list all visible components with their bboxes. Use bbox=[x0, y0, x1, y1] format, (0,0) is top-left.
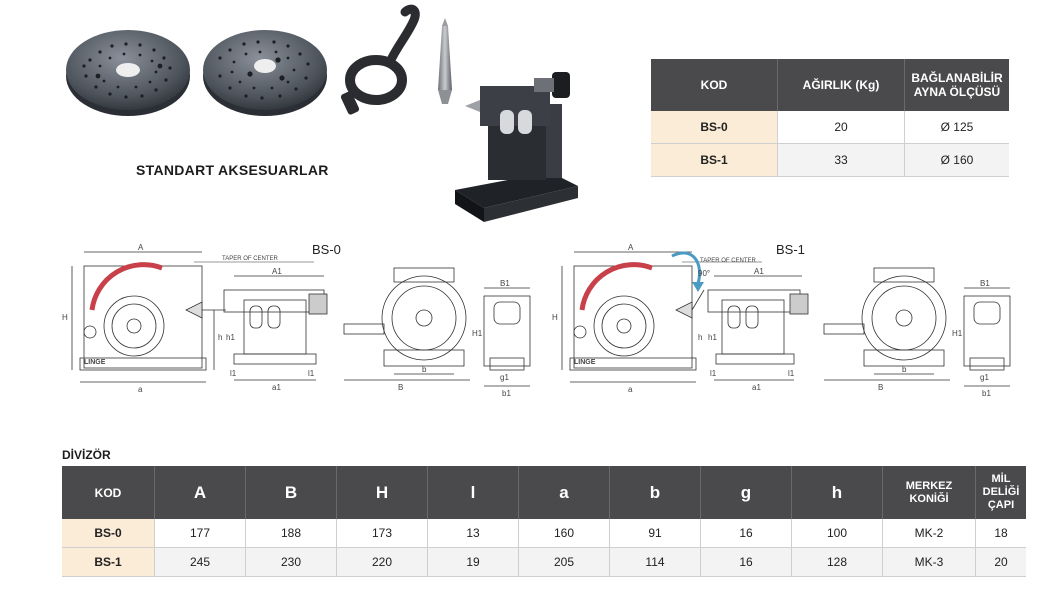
dim-label: h1 bbox=[226, 333, 235, 342]
lathe-dog-image bbox=[340, 4, 420, 115]
dim-label: B bbox=[398, 383, 403, 392]
divizor-header-g: g bbox=[700, 466, 792, 519]
dim-label: a bbox=[628, 385, 633, 394]
diagram-title-bs0: BS-0 bbox=[312, 242, 341, 257]
dim-label: H bbox=[552, 313, 558, 322]
table-cell: 220 bbox=[336, 547, 428, 577]
dim-label: H1 bbox=[472, 329, 483, 338]
dim-label: A1 bbox=[754, 267, 764, 276]
dim-label: l1 bbox=[308, 369, 315, 378]
table-cell: 230 bbox=[245, 547, 337, 577]
tailstock-image bbox=[455, 72, 578, 222]
table-cell: 13 bbox=[427, 519, 519, 548]
table-cell: 33 bbox=[777, 143, 905, 177]
divizor-header-h-upper: H bbox=[336, 466, 428, 519]
accessory-images bbox=[66, 4, 578, 222]
table-cell: 16 bbox=[700, 547, 792, 577]
dim-label: H1 bbox=[952, 329, 963, 338]
weight-header-weight: AĞIRLIK (Kg) bbox=[777, 59, 905, 111]
divizor-header-center-taper: MERKEZ KONİĞİ bbox=[882, 466, 976, 519]
dim-label: A bbox=[138, 243, 144, 252]
dim-label: l1 bbox=[230, 369, 237, 378]
dim-label: B1 bbox=[980, 279, 990, 288]
dim-label: h bbox=[698, 333, 702, 342]
table-cell: 177 bbox=[154, 519, 246, 548]
taper-label: TAPER OF CENTER bbox=[222, 256, 279, 262]
brand-logo: LINGE bbox=[574, 359, 596, 366]
table-cell: 91 bbox=[609, 519, 701, 548]
table-row: BS-1 33 Ø 160 bbox=[651, 143, 1009, 177]
dim-label: H bbox=[62, 313, 68, 322]
dim-label: l1 bbox=[788, 369, 795, 378]
dim-label: A1 bbox=[272, 267, 282, 276]
bs1-technical-drawing: A H h a A1 h1 l1 a1 l1 B b B1 H1 g1 b1 T… bbox=[552, 243, 1011, 398]
dim-label: a bbox=[138, 385, 143, 394]
dim-label: b1 bbox=[982, 389, 991, 398]
weight-table: KOD AĞIRLIK (Kg) BAĞLANABİLİR AYNA ÖLÇÜS… bbox=[651, 59, 1009, 177]
table-cell: BS-1 bbox=[651, 143, 778, 177]
arrow-head-icon bbox=[692, 282, 704, 292]
dim-label: B bbox=[878, 383, 883, 392]
dim-label: g1 bbox=[500, 373, 509, 382]
table-cell: 19 bbox=[427, 547, 519, 577]
table-cell: 20 bbox=[975, 547, 1026, 577]
dim-label: B1 bbox=[500, 279, 510, 288]
index-plate-large-image bbox=[203, 30, 327, 116]
rotation-arrow-icon bbox=[671, 251, 701, 285]
dim-label: h bbox=[218, 333, 222, 342]
table-cell: MK-3 bbox=[882, 547, 976, 577]
table-cell: Ø 125 bbox=[904, 111, 1009, 144]
table-row: BS-1 245 230 220 19 205 114 16 128 MK-3 … bbox=[62, 547, 1026, 577]
divizor-header-l: l bbox=[427, 466, 519, 519]
divizor-header-spindle-bore: MİL DELİĞİ ÇAPI bbox=[975, 466, 1026, 519]
taper-label: TAPER OF CENTER bbox=[700, 258, 757, 264]
table-cell: MK-2 bbox=[882, 519, 976, 548]
table-cell: Ø 160 bbox=[904, 143, 1009, 177]
table-row: BS-0 20 Ø 125 bbox=[651, 111, 1009, 144]
table-cell: 205 bbox=[518, 547, 610, 577]
divizor-title: DİVİZÖR bbox=[62, 448, 111, 462]
table-cell: 18 bbox=[975, 519, 1026, 548]
dim-label: h1 bbox=[708, 333, 717, 342]
weight-header-chuck-size: BAĞLANABİLİR AYNA ÖLÇÜSÜ bbox=[904, 59, 1009, 111]
divizor-header-a-upper: A bbox=[154, 466, 246, 519]
dim-label: b bbox=[902, 365, 907, 374]
brand-logo: LINGE bbox=[84, 359, 106, 366]
divizor-header-h: h bbox=[791, 466, 883, 519]
table-cell: 16 bbox=[700, 519, 792, 548]
divizor-header-code: KOD bbox=[62, 466, 155, 519]
table-cell: 173 bbox=[336, 519, 428, 548]
table-row: BS-0 177 188 173 13 160 91 16 100 MK-2 1… bbox=[62, 519, 1026, 548]
table-cell: 100 bbox=[791, 519, 883, 548]
table-cell: BS-0 bbox=[62, 519, 155, 548]
table-cell: 114 bbox=[609, 547, 701, 577]
dim-label: g1 bbox=[980, 373, 989, 382]
dim-label: b1 bbox=[502, 389, 511, 398]
table-cell: 160 bbox=[518, 519, 610, 548]
table-cell: 128 bbox=[791, 547, 883, 577]
table-cell: 188 bbox=[245, 519, 337, 548]
table-cell: 20 bbox=[777, 111, 905, 144]
table-cell: BS-0 bbox=[651, 111, 778, 144]
dim-label: l1 bbox=[710, 369, 717, 378]
divizor-header-b-upper: B bbox=[245, 466, 337, 519]
table-cell: BS-1 bbox=[62, 547, 155, 577]
dim-label: A bbox=[628, 243, 634, 252]
center-point-image bbox=[438, 18, 452, 104]
dim-label: a1 bbox=[272, 383, 281, 392]
diagram-title-bs1: BS-1 bbox=[776, 242, 805, 257]
accessories-title: STANDART AKSESUARLAR bbox=[136, 162, 329, 178]
divizor-header-b: b bbox=[609, 466, 701, 519]
divizor-header-a: a bbox=[518, 466, 610, 519]
index-plate-small-image bbox=[66, 30, 190, 116]
bs0-technical-drawing: A H h a A1 h1 l1 a1 l1 B b B1 H1 g1 b1 T… bbox=[62, 243, 531, 398]
weight-header-code: KOD bbox=[651, 59, 778, 111]
dim-label: b bbox=[422, 365, 427, 374]
angle-label: 90° bbox=[698, 269, 710, 278]
dim-label: a1 bbox=[752, 383, 761, 392]
divizor-table: KOD A B H l a b g h MERKEZ KONİĞİ MİL DE… bbox=[62, 466, 1026, 577]
table-cell: 245 bbox=[154, 547, 246, 577]
